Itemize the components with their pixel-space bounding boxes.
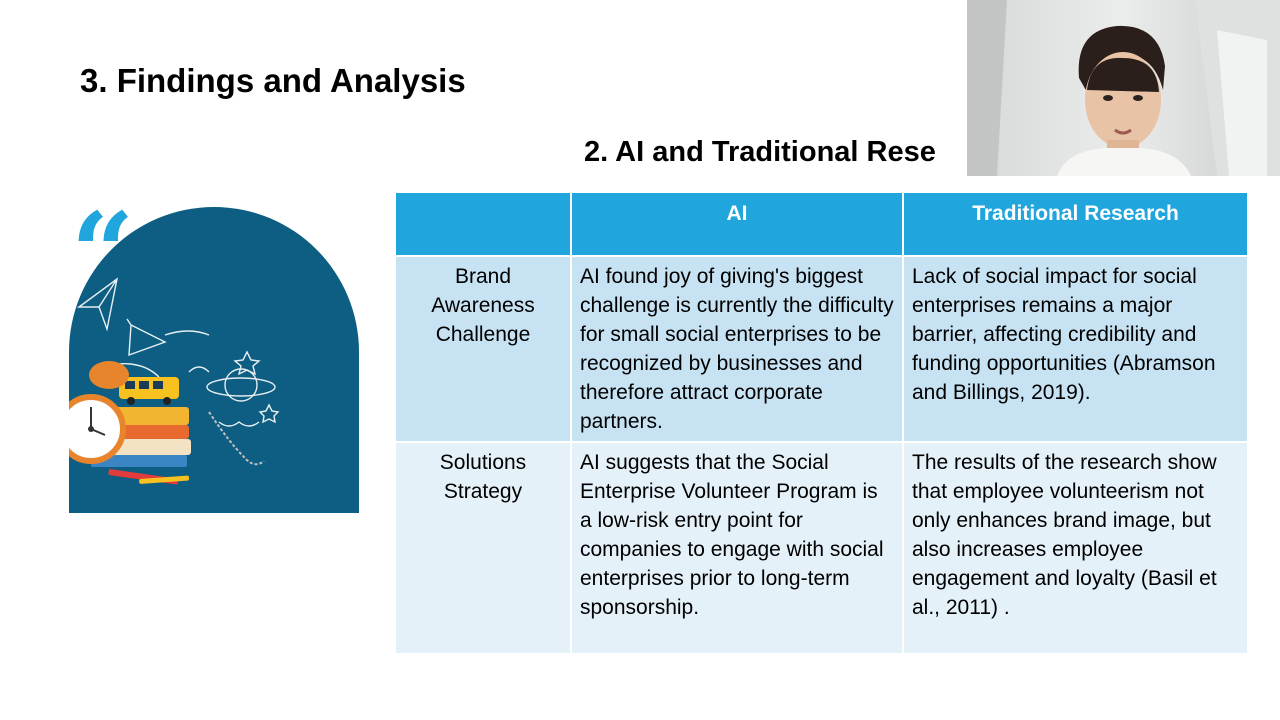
presenter-shirt xyxy=(1057,148,1191,176)
pennant-doodle xyxy=(126,318,167,357)
paper-plane-doodle xyxy=(76,277,119,332)
cell-traditional-solutions-strategy: The results of the research show that em… xyxy=(902,441,1249,655)
column-header-ai: AI xyxy=(570,191,904,257)
column-header-traditional-research: Traditional Research xyxy=(902,191,1249,257)
table-row: Brand Awareness Challenge AI found joy o… xyxy=(394,255,1249,443)
row-label-solutions-strategy: Solutions Strategy xyxy=(394,441,572,655)
comparison-table: AI Traditional Research Brand Awareness … xyxy=(394,191,1249,655)
table-header-row: AI Traditional Research xyxy=(394,191,1249,257)
column-header-blank xyxy=(394,191,572,257)
section-title: 2. AI and Traditional Rese xyxy=(584,136,936,168)
star-doodle xyxy=(233,350,261,376)
cell-traditional-brand-awareness: Lack of social impact for social enterpr… xyxy=(902,255,1249,443)
cell-ai-solutions-strategy: AI suggests that the Social Enterprise V… xyxy=(570,441,904,655)
planet-doodle xyxy=(224,368,258,402)
slide-title: 3. Findings and Analysis xyxy=(80,62,466,99)
presenter-webcam-feed xyxy=(967,0,1280,176)
alarm-clock xyxy=(69,394,126,464)
cell-ai-brand-awareness: AI found joy of giving's biggest challen… xyxy=(570,255,904,443)
presenter-hair xyxy=(1078,25,1165,93)
bunting-doodle xyxy=(164,330,210,336)
quote-mark-icon: “ xyxy=(71,207,134,317)
chain-doodle xyxy=(208,411,265,466)
decorative-illustration: “ xyxy=(69,207,359,513)
row-label-brand-awareness: Brand Awareness Challenge xyxy=(394,255,572,443)
table-row: Solutions Strategy AI suggests that the … xyxy=(394,441,1249,655)
